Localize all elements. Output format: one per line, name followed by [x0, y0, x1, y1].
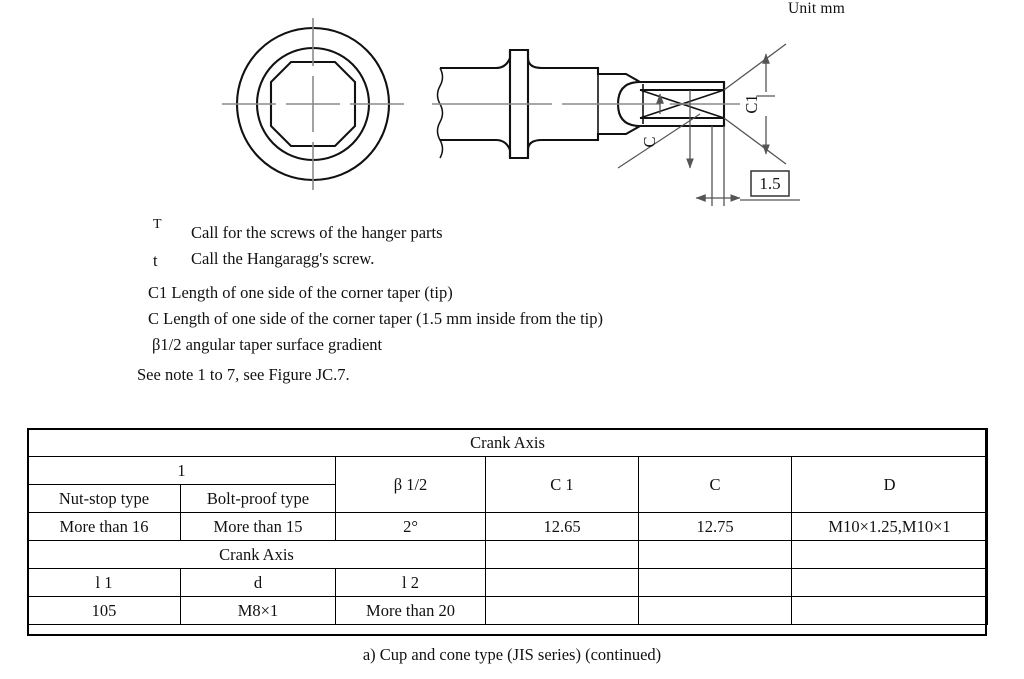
dimension-box-1-5: 1.5: [750, 170, 790, 197]
c-leader: [617, 113, 701, 169]
table-cell-empty-9: [790, 596, 989, 625]
table-cell-empty-2: [638, 540, 792, 569]
crank-axis-spec-table: Crank Axis 1 β 1/2 C 1 C D Nut-stop type…: [26, 428, 989, 625]
note-symbol-T: T: [153, 217, 162, 232]
break-line: [436, 67, 444, 159]
table-cell-bolt-proof-value: More than 15: [180, 512, 336, 541]
table-title-crank-axis-1: Crank Axis: [26, 428, 989, 457]
table-header-l1: l 1: [27, 568, 181, 597]
table-cell-nut-stop-value: More than 16: [27, 512, 181, 541]
table-header-d: D: [790, 456, 989, 513]
table-cell-empty-3: [790, 540, 989, 569]
table-cell-empty-8: [638, 596, 792, 625]
table-cell-beta-value: 2°: [335, 512, 486, 541]
note-line-c: C Length of one side of the corner taper…: [148, 309, 603, 328]
table-cell-c1-value: 12.65: [485, 512, 639, 541]
table-row-subheaders: Nut-stop type Bolt-proof type: [27, 484, 988, 513]
c1-dimension-label: C1: [742, 94, 761, 113]
c-dimension: [617, 90, 701, 169]
note-line-c1: C1 Length of one side of the corner tape…: [148, 283, 453, 302]
note-line-beta: β1/2 angular taper surface gradient: [152, 335, 383, 354]
note-see-figure: See note 1 to 7, see Figure JC.7.: [137, 365, 350, 384]
table-row-title-1: Crank Axis: [26, 428, 989, 457]
top-profile: [440, 48, 726, 90]
c1-ext-top: [723, 43, 787, 91]
side-section-view-crank-axle: [436, 48, 726, 160]
table-cell-l2-value: More than 20: [335, 596, 486, 625]
table-header-c: C: [638, 456, 792, 513]
octagon-socket: [269, 60, 357, 148]
c-dimension-label: C: [640, 136, 659, 147]
boxed-dimension-1-5: [695, 126, 800, 206]
table-cell-empty-7: [485, 596, 639, 625]
figure-caption: a) Cup and cone type (JIS series) (conti…: [362, 645, 662, 664]
table-row-data-1: More than 16 More than 15 2° 12.65 12.75…: [27, 512, 989, 541]
table-cell-d-value: M10×1.25,M10×1: [790, 512, 989, 541]
table-header-c1: C 1: [485, 456, 639, 513]
table-cell-empty-5: [638, 568, 792, 597]
table-cell-empty-1: [485, 540, 639, 569]
note-text-T: Call for the screws of the hanger parts: [191, 223, 443, 242]
table-row-headers-1: 1 β 1/2 C 1 C D: [27, 456, 989, 513]
table-cell-l1-value: 105: [27, 596, 181, 625]
table-cell-empty-4: [485, 568, 639, 597]
table-subheader-bolt-proof: Bolt-proof type: [180, 484, 336, 513]
unit-label: Unit mm: [788, 0, 845, 17]
table-row-headers-2: l 1 d l 2: [27, 568, 989, 597]
spec-table-container: Crank Axis 1 β 1/2 C 1 C D Nut-stop type…: [26, 428, 989, 625]
c1-ext-bottom: [723, 117, 787, 165]
c1-dimension: [723, 43, 787, 165]
table-cell-d-small-value: M8×1: [180, 596, 336, 625]
table-subheader-nut-stop: Nut-stop type: [27, 484, 181, 513]
table-header-beta: β 1/2: [335, 456, 486, 513]
note-text-t: Call the Hangaragg's screw.: [191, 249, 375, 268]
table-cell-c-value: 12.75: [638, 512, 792, 541]
dimension-box-1-5-label: 1.5: [759, 174, 780, 193]
table-row-title-2: Crank Axis: [27, 540, 989, 569]
table-header-d-small: d: [180, 568, 336, 597]
end-view-centerlines: [222, 18, 404, 190]
technical-drawing: C1 C 1.5: [0, 18, 1024, 213]
table-group-header-l: 1: [27, 456, 336, 485]
table-row-data-2: 105 M8×1 More than 20: [27, 596, 989, 625]
table-header-l2: l 2: [335, 568, 486, 597]
table-cell-empty-6: [790, 568, 989, 597]
note-symbol-t: t: [153, 251, 158, 270]
centerline-dash-gaps: [276, 66, 350, 142]
bottom-profile: [440, 118, 726, 160]
table-title-crank-axis-2: Crank Axis: [27, 540, 486, 569]
